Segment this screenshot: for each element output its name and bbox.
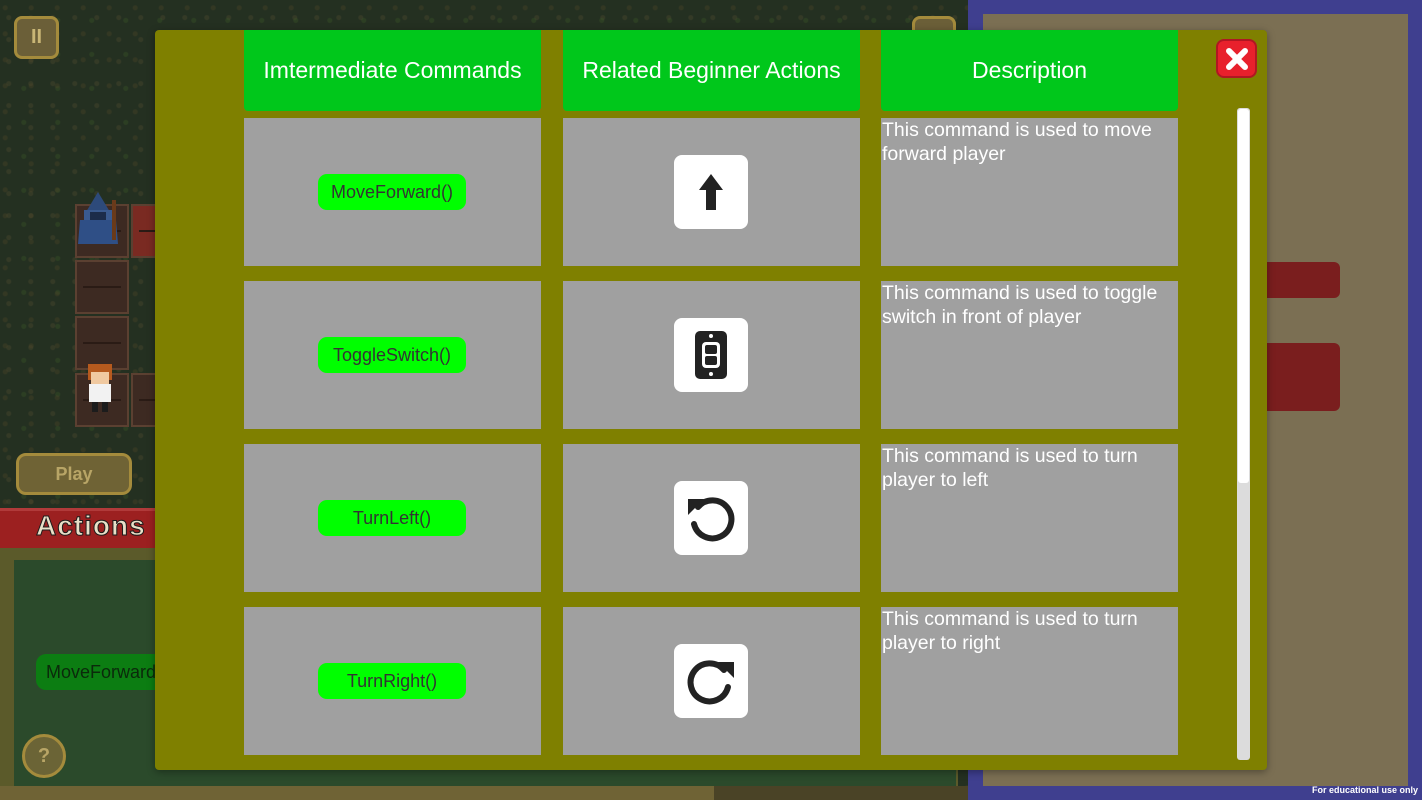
rotate-right-icon xyxy=(687,660,734,705)
rotate-left-icon xyxy=(688,497,735,542)
description-cell: This command is used to turn player to l… xyxy=(881,444,1178,592)
action-cell xyxy=(563,607,860,755)
description-cell: This command is used to toggle switch in… xyxy=(881,281,1178,429)
actions-title: Actions xyxy=(36,510,146,542)
command-moveforward[interactable]: MoveForward() xyxy=(318,174,466,210)
table-row: TurnRight() This command is used to turn… xyxy=(155,607,1267,755)
action-turnleft[interactable] xyxy=(674,481,748,555)
action-moveforward[interactable] xyxy=(674,155,748,229)
action-cell xyxy=(563,444,860,592)
description-cell: This command is used to move forward pla… xyxy=(881,118,1178,266)
command-cell: TurnLeft() xyxy=(244,444,541,592)
action-toggleswitch[interactable] xyxy=(674,318,748,392)
scrollbar-thumb[interactable] xyxy=(1238,109,1249,483)
play-label: Play xyxy=(55,463,93,484)
command-cell: TurnRight() xyxy=(244,607,541,755)
command-cell: MoveForward() xyxy=(244,118,541,266)
description-cell: This command is used to turn player to r… xyxy=(881,607,1178,755)
actions-header xyxy=(0,508,156,548)
help-icon: ? xyxy=(37,744,51,767)
action-turnright[interactable] xyxy=(674,644,748,718)
player-character-icon xyxy=(88,364,112,412)
arrow-up-icon xyxy=(699,174,723,210)
description-text: This command is used to turn player to r… xyxy=(882,608,1138,654)
command-turnright[interactable]: TurnRight() xyxy=(318,663,466,699)
command-turnleft[interactable]: TurnLeft() xyxy=(318,500,466,536)
help-button[interactable]: ? xyxy=(22,734,66,778)
command-cell: ToggleSwitch() xyxy=(244,281,541,429)
header-commands: Imtermediate Commands xyxy=(244,30,541,111)
table-row: ToggleSwitch() This command is used to t… xyxy=(155,281,1267,429)
command-reference-modal: Imtermediate Commands Related Beginner A… xyxy=(155,30,1267,770)
header-description: Description xyxy=(881,30,1178,111)
bottom-strip xyxy=(714,786,968,800)
pause-button[interactable]: II xyxy=(14,16,59,59)
wizard-enemy-icon xyxy=(78,192,118,244)
watermark: For educational use only xyxy=(1311,785,1418,795)
pause-icon: II xyxy=(30,26,43,48)
play-button[interactable]: Play xyxy=(16,453,132,495)
table-row: TurnLeft() This command is used to turn … xyxy=(155,444,1267,592)
command-block[interactable]: MoveForward() xyxy=(36,654,166,690)
table-body: MoveForward() This command is used to mo… xyxy=(155,118,1267,770)
close-icon xyxy=(1225,47,1248,70)
toggle-switch-icon xyxy=(695,331,727,379)
description-text: This command is used to turn player to l… xyxy=(882,445,1138,491)
header-actions: Related Beginner Actions xyxy=(563,30,860,111)
action-cell xyxy=(563,281,860,429)
side-panel-bar xyxy=(1262,343,1340,411)
side-panel-bar xyxy=(1262,262,1340,298)
action-cell xyxy=(563,118,860,266)
description-text: This command is used to move forward pla… xyxy=(882,119,1152,165)
command-toggleswitch[interactable]: ToggleSwitch() xyxy=(318,337,466,373)
close-button[interactable] xyxy=(1216,39,1257,78)
table-row: MoveForward() This command is used to mo… xyxy=(155,118,1267,266)
description-text: This command is used to toggle switch in… xyxy=(882,282,1158,328)
floor-tile xyxy=(75,260,129,314)
